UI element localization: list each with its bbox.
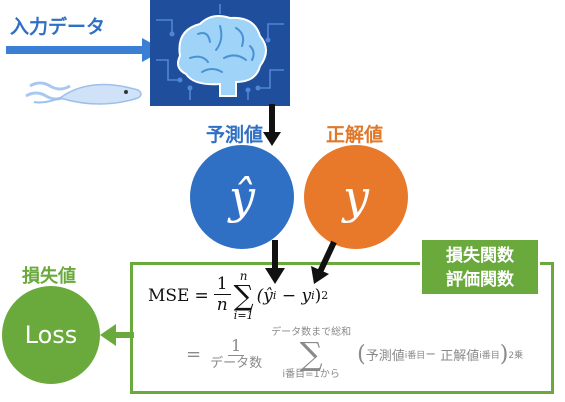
explain-minus: − — [425, 346, 441, 362]
brain-to-prediction-arrow — [263, 104, 281, 146]
prediction-circle: ŷ — [190, 145, 294, 249]
mse-sub-i1: i — [272, 289, 277, 302]
explain-power: 2乗 — [508, 350, 524, 361]
loss-value-label: 損失値 — [22, 266, 76, 287]
mse-lhs: MSE — [148, 285, 190, 306]
mse-sub-i2: i — [311, 289, 315, 302]
metric-tag-line2: 評価関数 — [446, 270, 514, 290]
correct-label: 正解値 — [326, 124, 384, 146]
prediction-to-formula-arrow — [265, 240, 285, 284]
explain-sum: データ数まで総和 ∑ i番目=1から — [271, 328, 351, 380]
y-symbol: y — [343, 170, 369, 224]
correct-circle: y — [304, 145, 408, 249]
explain-fraction: 1 データ数 — [207, 337, 265, 371]
loss-circle: Loss — [2, 286, 100, 384]
explain-sum-bottom: i番目=1から — [282, 369, 340, 380]
explain-frac-num: 1 — [228, 337, 245, 356]
mse-frac-den: n — [216, 295, 228, 316]
formula-to-loss-arrow — [100, 324, 134, 346]
explain-open: ( — [357, 341, 366, 367]
mse-fraction: 1 n — [213, 275, 231, 316]
mse-sum: n ∑ i=1 — [234, 270, 254, 321]
brain-icon — [156, 4, 284, 100]
mse-sum-symbol: ∑ — [233, 279, 254, 312]
y-hat-symbol: ŷ — [229, 170, 255, 224]
formula-mse: MSE = 1 n n ∑ i=1 (ŷ i − y i ) 2 — [148, 270, 328, 321]
metric-tag: 損失関数 評価関数 — [420, 238, 540, 296]
mse-body: (ŷ — [256, 285, 273, 306]
tadpole-icon — [25, 81, 142, 105]
mse-sum-bottom: i=1 — [233, 309, 254, 322]
input-arrow — [6, 38, 164, 62]
explain-eq: = — [186, 343, 202, 365]
brain-panel — [150, 0, 290, 106]
explain-correct-sub: i番目 — [479, 350, 500, 361]
mse-eq: = — [194, 285, 209, 306]
mse-sum-top: n — [239, 269, 248, 283]
loss-text: Loss — [24, 321, 78, 349]
explain-sum-symbol: ∑ — [299, 335, 323, 373]
explain-pred-sub: i番目 — [404, 350, 426, 361]
mse-frac-num: 1 — [213, 275, 231, 296]
formula-explained: = 1 データ数 データ数まで総和 ∑ i番目=1から ( 予測値 i番目 − … — [186, 328, 523, 380]
metric-tag-line1: 損失関数 — [446, 246, 514, 266]
explain-close: ) — [499, 341, 509, 367]
prediction-label: 予測値 — [206, 124, 264, 146]
explain-pred: 予測値 — [365, 348, 405, 364]
mse-power: 2 — [321, 289, 329, 302]
input-data-label: 入力データ — [10, 16, 106, 38]
explain-correct: 正解値 — [440, 348, 480, 364]
explain-frac-den: データ数 — [210, 355, 263, 371]
formula-box — [130, 262, 554, 394]
explain-sum-top: データ数まで総和 — [271, 327, 352, 338]
mse-minus: − y — [276, 285, 312, 306]
mse-close: ) — [314, 285, 322, 306]
correct-to-formula-arrow — [311, 240, 337, 284]
